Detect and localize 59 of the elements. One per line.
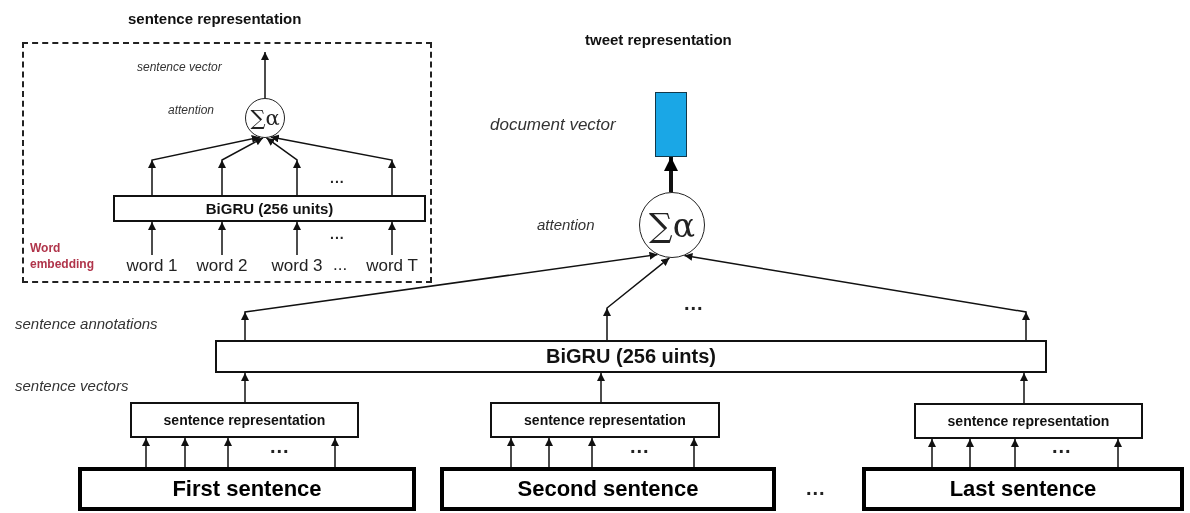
ellipsis: ... (330, 170, 345, 186)
side-label: document vector (490, 115, 616, 135)
layer-box: BiGRU (256 units) (113, 195, 426, 222)
arrow (293, 221, 301, 256)
arrow (148, 135, 261, 196)
arrow (218, 137, 264, 196)
representation-box: sentence representation (914, 403, 1143, 439)
sentence-box: Second sentence (440, 467, 776, 511)
annotation-label: sentence vectors (15, 377, 129, 394)
ellipsis: ... (630, 435, 650, 458)
diagram-title: tweet representation (585, 31, 732, 48)
arrow (1011, 438, 1019, 468)
arrow (181, 437, 189, 468)
ellipsis: ... (684, 292, 704, 315)
arrow (241, 372, 249, 403)
arrow (603, 257, 671, 341)
arrow (690, 437, 698, 468)
sentence-box: First sentence (78, 467, 416, 511)
arrow (265, 137, 301, 196)
ellipsis: ... (333, 255, 348, 275)
side-label: attention (168, 103, 215, 117)
vector-bar (655, 92, 687, 157)
side-label: attention (537, 216, 595, 233)
word-label: word T (364, 255, 420, 277)
attention-circle: ∑α (245, 98, 285, 138)
word-label: word 1 (124, 255, 180, 277)
arrow (1114, 438, 1122, 468)
arrow (224, 437, 232, 468)
arrow (148, 221, 156, 256)
sentence-box: Last sentence (862, 467, 1184, 511)
arrow (388, 221, 396, 256)
ellipsis: ... (806, 477, 826, 500)
word-label: word 2 (194, 255, 250, 277)
annotation-label: sentence vector (137, 60, 222, 74)
arrow (218, 221, 226, 256)
annotation-label: Word embedding (30, 240, 95, 272)
arrow (261, 51, 269, 99)
arrow (664, 157, 678, 192)
arrow (1020, 372, 1028, 404)
arrow (597, 372, 605, 403)
arrow (966, 438, 974, 468)
arrow (241, 252, 659, 341)
arrow (588, 437, 596, 468)
layer-box: BiGRU (256 uints) (215, 340, 1047, 373)
arrow (683, 253, 1030, 341)
arrow (142, 437, 150, 468)
arrow (928, 438, 936, 468)
arrow (331, 437, 339, 468)
ellipsis: ... (270, 435, 290, 458)
arrow (545, 437, 553, 468)
representation-box: sentence representation (130, 402, 359, 438)
section-heading: sentence representation (128, 10, 302, 27)
arrow (507, 437, 515, 468)
representation-box: sentence representation (490, 402, 720, 438)
annotation-label: sentence annotations (15, 315, 158, 332)
word-label: word 3 (269, 255, 325, 277)
ellipsis: ... (330, 226, 345, 242)
attention-circle: ∑α (639, 192, 705, 258)
arrow (270, 134, 396, 196)
